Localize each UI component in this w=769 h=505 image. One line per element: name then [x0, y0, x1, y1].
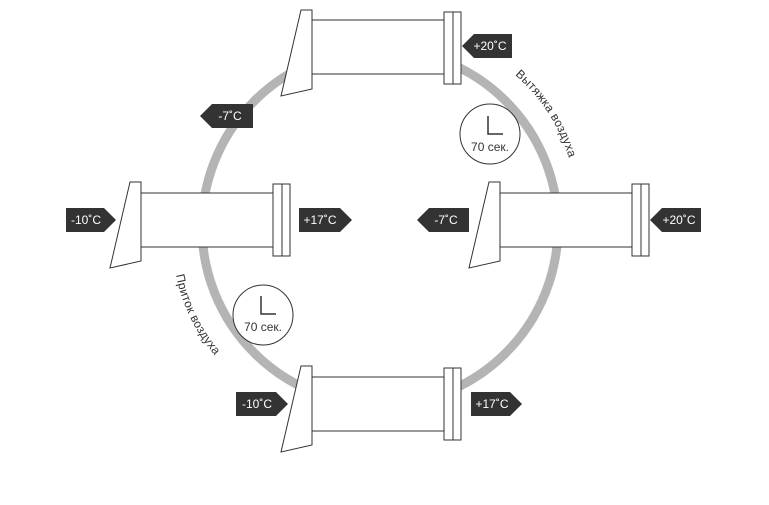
temp-arrow-top-in: +20˚C [462, 34, 512, 58]
temp-arrow-left-out: +17˚C [299, 208, 352, 232]
timer-supply-label: 70 сек. [244, 320, 282, 334]
temp-label: -7˚C [434, 213, 458, 227]
temp-label: +17˚C [303, 213, 336, 227]
temp-arrow-right-out: -7˚C [417, 208, 469, 232]
ventilator-unit-top [280, 9, 462, 97]
exhaust-label: Вытяжка воздуха [513, 67, 579, 159]
temp-label: -10˚C [71, 213, 101, 227]
temp-arrow-right-in: +20˚C [650, 208, 701, 232]
temp-arrow-top-out: -7˚C [200, 104, 253, 128]
clock-icon [260, 296, 276, 315]
temp-label: +17˚C [475, 397, 508, 411]
temp-label: +20˚C [473, 39, 506, 53]
timer-exhaust: 70 сек. [459, 103, 521, 165]
temp-arrow-bottom-out: +17˚C [471, 392, 522, 416]
temp-arrow-left-in: -10˚C [66, 208, 116, 232]
ventilator-unit-bottom [280, 365, 462, 453]
temp-label: -7˚C [218, 109, 242, 123]
clock-icon [487, 116, 503, 135]
timer-exhaust-label: 70 сек. [471, 140, 509, 154]
timer-supply: 70 сек. [232, 284, 294, 346]
ventilator-unit-right [468, 181, 650, 269]
temp-arrow-bottom-in: -10˚C [236, 392, 288, 416]
ventilator-unit-left [109, 181, 291, 269]
temp-label: -10˚C [242, 397, 272, 411]
temp-label: +20˚C [662, 213, 695, 227]
